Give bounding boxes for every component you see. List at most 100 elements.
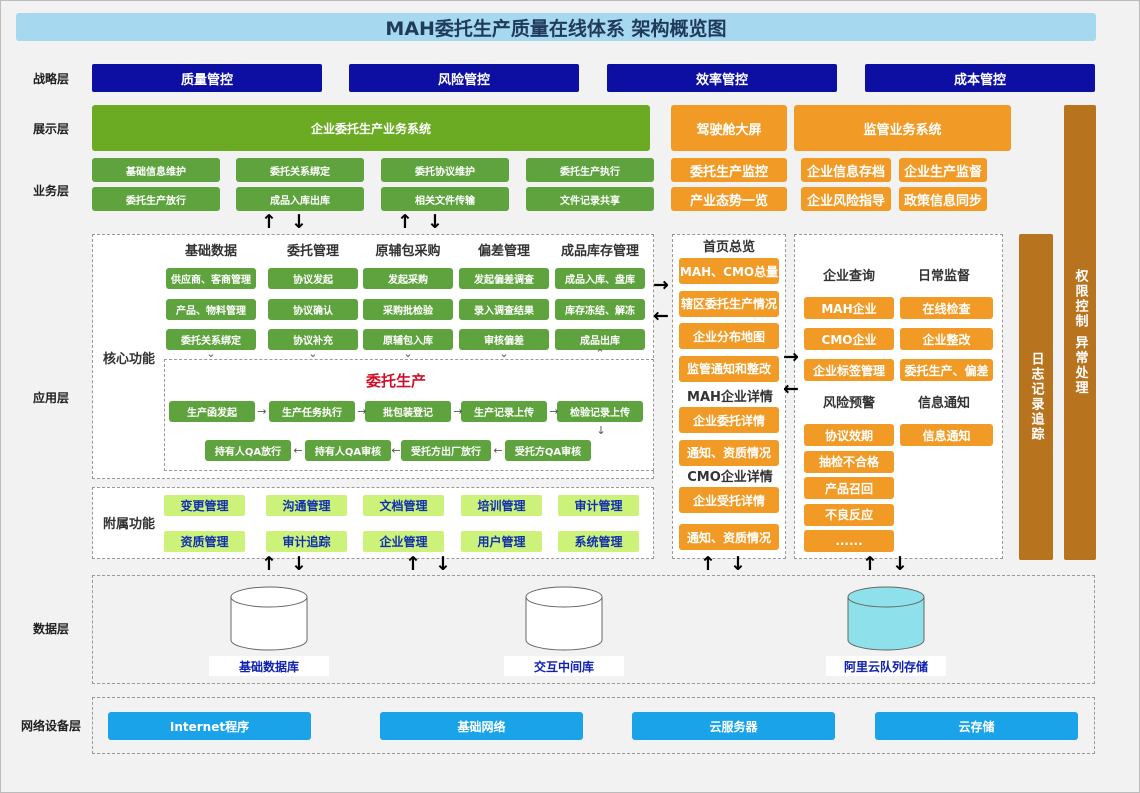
production-step[interactable]: 生产函发起 <box>169 401 255 422</box>
arrow-down-icon: ↓ <box>291 552 307 575</box>
daily-item[interactable]: 委托生产、偏差 <box>900 359 993 381</box>
daily-item[interactable]: 在线检查 <box>900 297 993 319</box>
auxiliary-item[interactable]: 培训管理 <box>461 495 542 516</box>
core-item[interactable]: 审核偏差 <box>459 329 549 350</box>
business-enterprise-item[interactable]: 相关文件传输 <box>381 187 509 211</box>
cockpit-cmo-item[interactable]: 企业受托详情 <box>679 487 779 513</box>
business-cockpit-item[interactable]: 产业态势一览 <box>671 187 787 211</box>
risk-item[interactable]: ...... <box>804 530 894 552</box>
business-supervision-item[interactable]: 政策信息同步 <box>899 187 987 211</box>
core-item[interactable]: 供应商、客商管理 <box>166 268 256 289</box>
production-step[interactable]: 检验记录上传 <box>557 401 643 422</box>
core-item[interactable]: 产品、物料管理 <box>166 298 256 320</box>
cockpit-mah-item[interactable]: 企业委托详情 <box>679 407 779 433</box>
notice-item[interactable]: 信息通知 <box>900 424 993 446</box>
arrow-down-icon: ↓ <box>892 552 908 575</box>
production-step[interactable]: 生产记录上传 <box>461 401 547 422</box>
business-supervision-item[interactable]: 企业风险指导 <box>801 187 891 211</box>
arrow-up-icon: ↑ <box>405 552 421 575</box>
core-item[interactable]: 库存冻结、解冻 <box>555 298 645 320</box>
business-enterprise-item[interactable]: 成品入库出库 <box>236 187 364 211</box>
production-step[interactable]: 批包装登记 <box>365 401 451 422</box>
cockpit-cmo-item[interactable]: 通知、资质情况 <box>679 524 779 550</box>
production-step[interactable]: 持有人QA放行 <box>205 440 291 461</box>
auxiliary-item[interactable]: 审计追踪 <box>266 531 347 552</box>
chevron-down-icon: ⌄ <box>403 347 413 360</box>
display-enterprise-system[interactable]: 企业委托生产业务系统 <box>92 105 650 151</box>
core-item[interactable]: 发起采购 <box>363 268 453 289</box>
risk-item[interactable]: 不良反应 <box>804 503 894 526</box>
permission-exception-bar: 权限控制 异常处理 <box>1064 105 1096 560</box>
layer-label: 网络设备层 <box>20 718 81 733</box>
risk-item[interactable]: 抽检不合格 <box>804 450 894 473</box>
core-item[interactable]: 协议补充 <box>268 329 358 350</box>
arrow-up-icon: ↑ <box>397 210 413 233</box>
core-item[interactable]: 录入调查结果 <box>459 298 549 320</box>
business-supervision-item[interactable]: 企业生产监督 <box>899 158 987 182</box>
strategy-box: 成本管控 <box>865 64 1095 92</box>
auxiliary-item[interactable]: 文档管理 <box>363 495 444 516</box>
query-item[interactable]: 企业标签管理 <box>804 359 894 381</box>
business-enterprise-item[interactable]: 基础信息维护 <box>92 158 220 182</box>
network-item: 云服务器 <box>632 712 835 740</box>
arrow-right-icon: → <box>257 404 267 418</box>
core-item[interactable]: 原辅包入库 <box>363 329 453 350</box>
production-step[interactable]: 受托方出厂放行 <box>401 440 491 461</box>
core-item[interactable]: 发起偏差调查 <box>459 268 549 289</box>
risk-item[interactable]: 协议效期 <box>804 424 894 446</box>
cockpit-cmo-title: CMO企业详情 <box>687 469 773 485</box>
cockpit-home-item[interactable]: 企业分布地图 <box>679 323 779 349</box>
production-step[interactable]: 持有人QA审核 <box>305 440 391 461</box>
auxiliary-item[interactable]: 审计管理 <box>558 495 639 516</box>
business-enterprise-item[interactable]: 委托关系绑定 <box>236 158 364 182</box>
database-cylinder-icon <box>847 586 925 651</box>
network-item: 云存储 <box>875 712 1078 740</box>
core-item[interactable]: 成品出库 <box>555 329 645 350</box>
arrow-right-icon: → <box>549 404 559 418</box>
display-cockpit[interactable]: 驾驶舱大屏 <box>671 105 787 151</box>
network-item: 基础网络 <box>380 712 583 740</box>
layer-label: 战略层 <box>32 71 69 86</box>
cockpit-home-item[interactable]: 监管通知和整改 <box>679 355 779 382</box>
arrow-right-icon: → <box>653 273 669 296</box>
risk-title: 风险预警 <box>822 395 875 411</box>
database-label: 交互中间库 <box>504 656 624 676</box>
arrow-left-icon: ← <box>493 443 503 457</box>
query-item[interactable]: CMO企业 <box>804 328 894 350</box>
auxiliary-item[interactable]: 变更管理 <box>164 495 245 516</box>
auxiliary-item[interactable]: 系统管理 <box>558 531 639 552</box>
core-item[interactable]: 采购批检验 <box>363 298 453 320</box>
arrow-right-icon: → <box>453 404 463 418</box>
business-enterprise-item[interactable]: 委托生产放行 <box>92 187 220 211</box>
query-item[interactable]: MAH企业 <box>804 297 894 319</box>
core-item[interactable]: 协议确认 <box>268 298 358 320</box>
core-item[interactable]: 成品入库、盘库 <box>555 268 645 289</box>
business-enterprise-item[interactable]: 委托协议维护 <box>381 158 509 182</box>
business-supervision-item[interactable]: 企业信息存档 <box>801 158 891 182</box>
auxiliary-item[interactable]: 沟通管理 <box>266 495 347 516</box>
business-cockpit-item[interactable]: 委托生产监控 <box>671 158 787 182</box>
business-enterprise-item[interactable]: 文件记录共享 <box>526 187 654 211</box>
risk-item[interactable]: 产品召回 <box>804 477 894 499</box>
layer-label: 业务层 <box>32 183 69 198</box>
strategy-box: 效率管控 <box>607 64 837 92</box>
cockpit-mah-item[interactable]: 通知、资质情况 <box>679 439 779 466</box>
display-supervision-system[interactable]: 监管业务系统 <box>794 105 1011 151</box>
production-step[interactable]: 生产任务执行 <box>269 401 355 422</box>
cockpit-home-item[interactable]: MAH、CMO总量 <box>679 258 779 284</box>
page-title: MAH委托生产质量在线体系 架构概览图 <box>16 13 1096 41</box>
daily-item[interactable]: 企业整改 <box>900 328 993 350</box>
business-enterprise-item[interactable]: 委托生产执行 <box>526 158 654 182</box>
arrow-down-icon: ↓ <box>730 552 746 575</box>
cockpit-home-item[interactable]: 辖区委托生产情况 <box>679 290 779 317</box>
arrow-down-icon: ↓ <box>427 210 443 233</box>
core-item[interactable]: 协议发起 <box>268 268 358 289</box>
core-item[interactable]: 委托关系绑定 <box>166 329 256 350</box>
database-cylinder-icon <box>230 586 308 651</box>
auxiliary-item[interactable]: 资质管理 <box>164 531 245 552</box>
auxiliary-item[interactable]: 企业管理 <box>363 531 444 552</box>
auxiliary-item[interactable]: 用户管理 <box>461 531 542 552</box>
auxiliary-function-label: 附属功能 <box>102 516 155 532</box>
production-step[interactable]: 受托方QA审核 <box>505 440 591 461</box>
database-cylinder-icon <box>525 586 603 651</box>
